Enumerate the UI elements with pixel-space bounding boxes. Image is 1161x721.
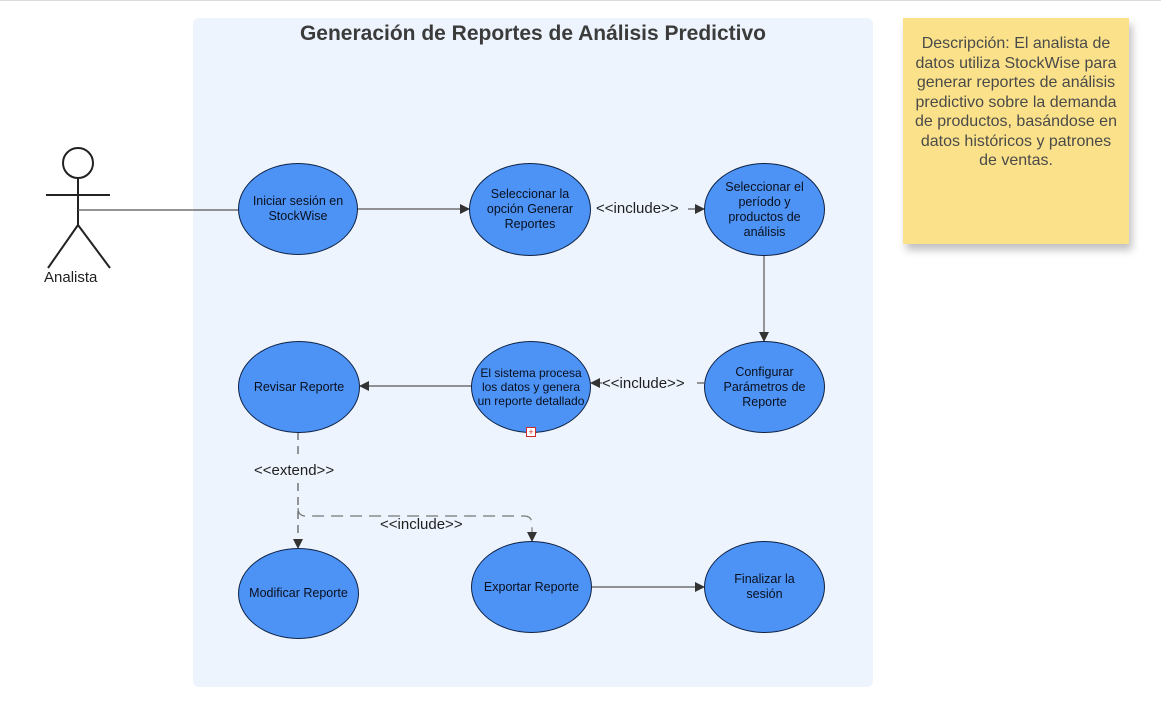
- description-note-text: Descripción: El analista de datos utiliz…: [915, 35, 1117, 169]
- system-title: Generación de Reportes de Análisis Predi…: [299, 22, 767, 45]
- use-case-process[interactable]: El sistema procesa los datos y genera un…: [471, 341, 591, 433]
- use-case-login-label: Iniciar sesión en StockWise: [252, 194, 344, 223]
- include-label-3: <<include>>: [380, 516, 463, 533]
- use-case-modify-label: Modificar Reporte: [249, 586, 348, 600]
- use-case-login[interactable]: Iniciar sesión en StockWise: [238, 163, 358, 255]
- use-case-finish[interactable]: Finalizar la sesión: [704, 541, 825, 633]
- use-case-modify[interactable]: Modificar Reporte: [238, 548, 359, 639]
- actor-figure: [46, 147, 111, 269]
- use-case-configure[interactable]: Configurar Parámetros de Reporte: [704, 341, 825, 433]
- use-case-select-period-label: Seleccionar el período y productos de an…: [725, 179, 804, 239]
- description-note: Descripción: El analista de datos utiliz…: [903, 18, 1129, 244]
- use-case-export-label: Exportar Reporte: [483, 579, 580, 594]
- use-case-select-option-label: Seleccionar la opción Generar Reportes: [486, 187, 574, 231]
- use-case-finish-label: Finalizar la sesión: [734, 572, 795, 601]
- use-case-process-label: El sistema procesa los datos y genera un…: [477, 366, 585, 408]
- arrow-include-3: [297, 507, 537, 542]
- use-case-review-label: Revisar Reporte: [253, 379, 345, 394]
- include-label-2: <<include>>: [602, 375, 685, 392]
- extend-label: <<extend>>: [254, 462, 335, 479]
- include-label-1: <<include>>: [596, 200, 679, 217]
- expand-icon[interactable]: +: [526, 427, 536, 437]
- use-case-review[interactable]: Revisar Reporte: [238, 341, 360, 433]
- use-case-export[interactable]: Exportar Reporte: [471, 541, 592, 633]
- use-case-select-option[interactable]: Seleccionar la opción Generar Reportes: [469, 163, 591, 256]
- use-case-configure-label: Configurar Parámetros de Reporte: [723, 364, 806, 409]
- actor-label: Analista: [44, 269, 98, 286]
- top-divider: [0, 0, 1161, 1]
- use-case-select-period[interactable]: Seleccionar el período y productos de an…: [704, 163, 825, 256]
